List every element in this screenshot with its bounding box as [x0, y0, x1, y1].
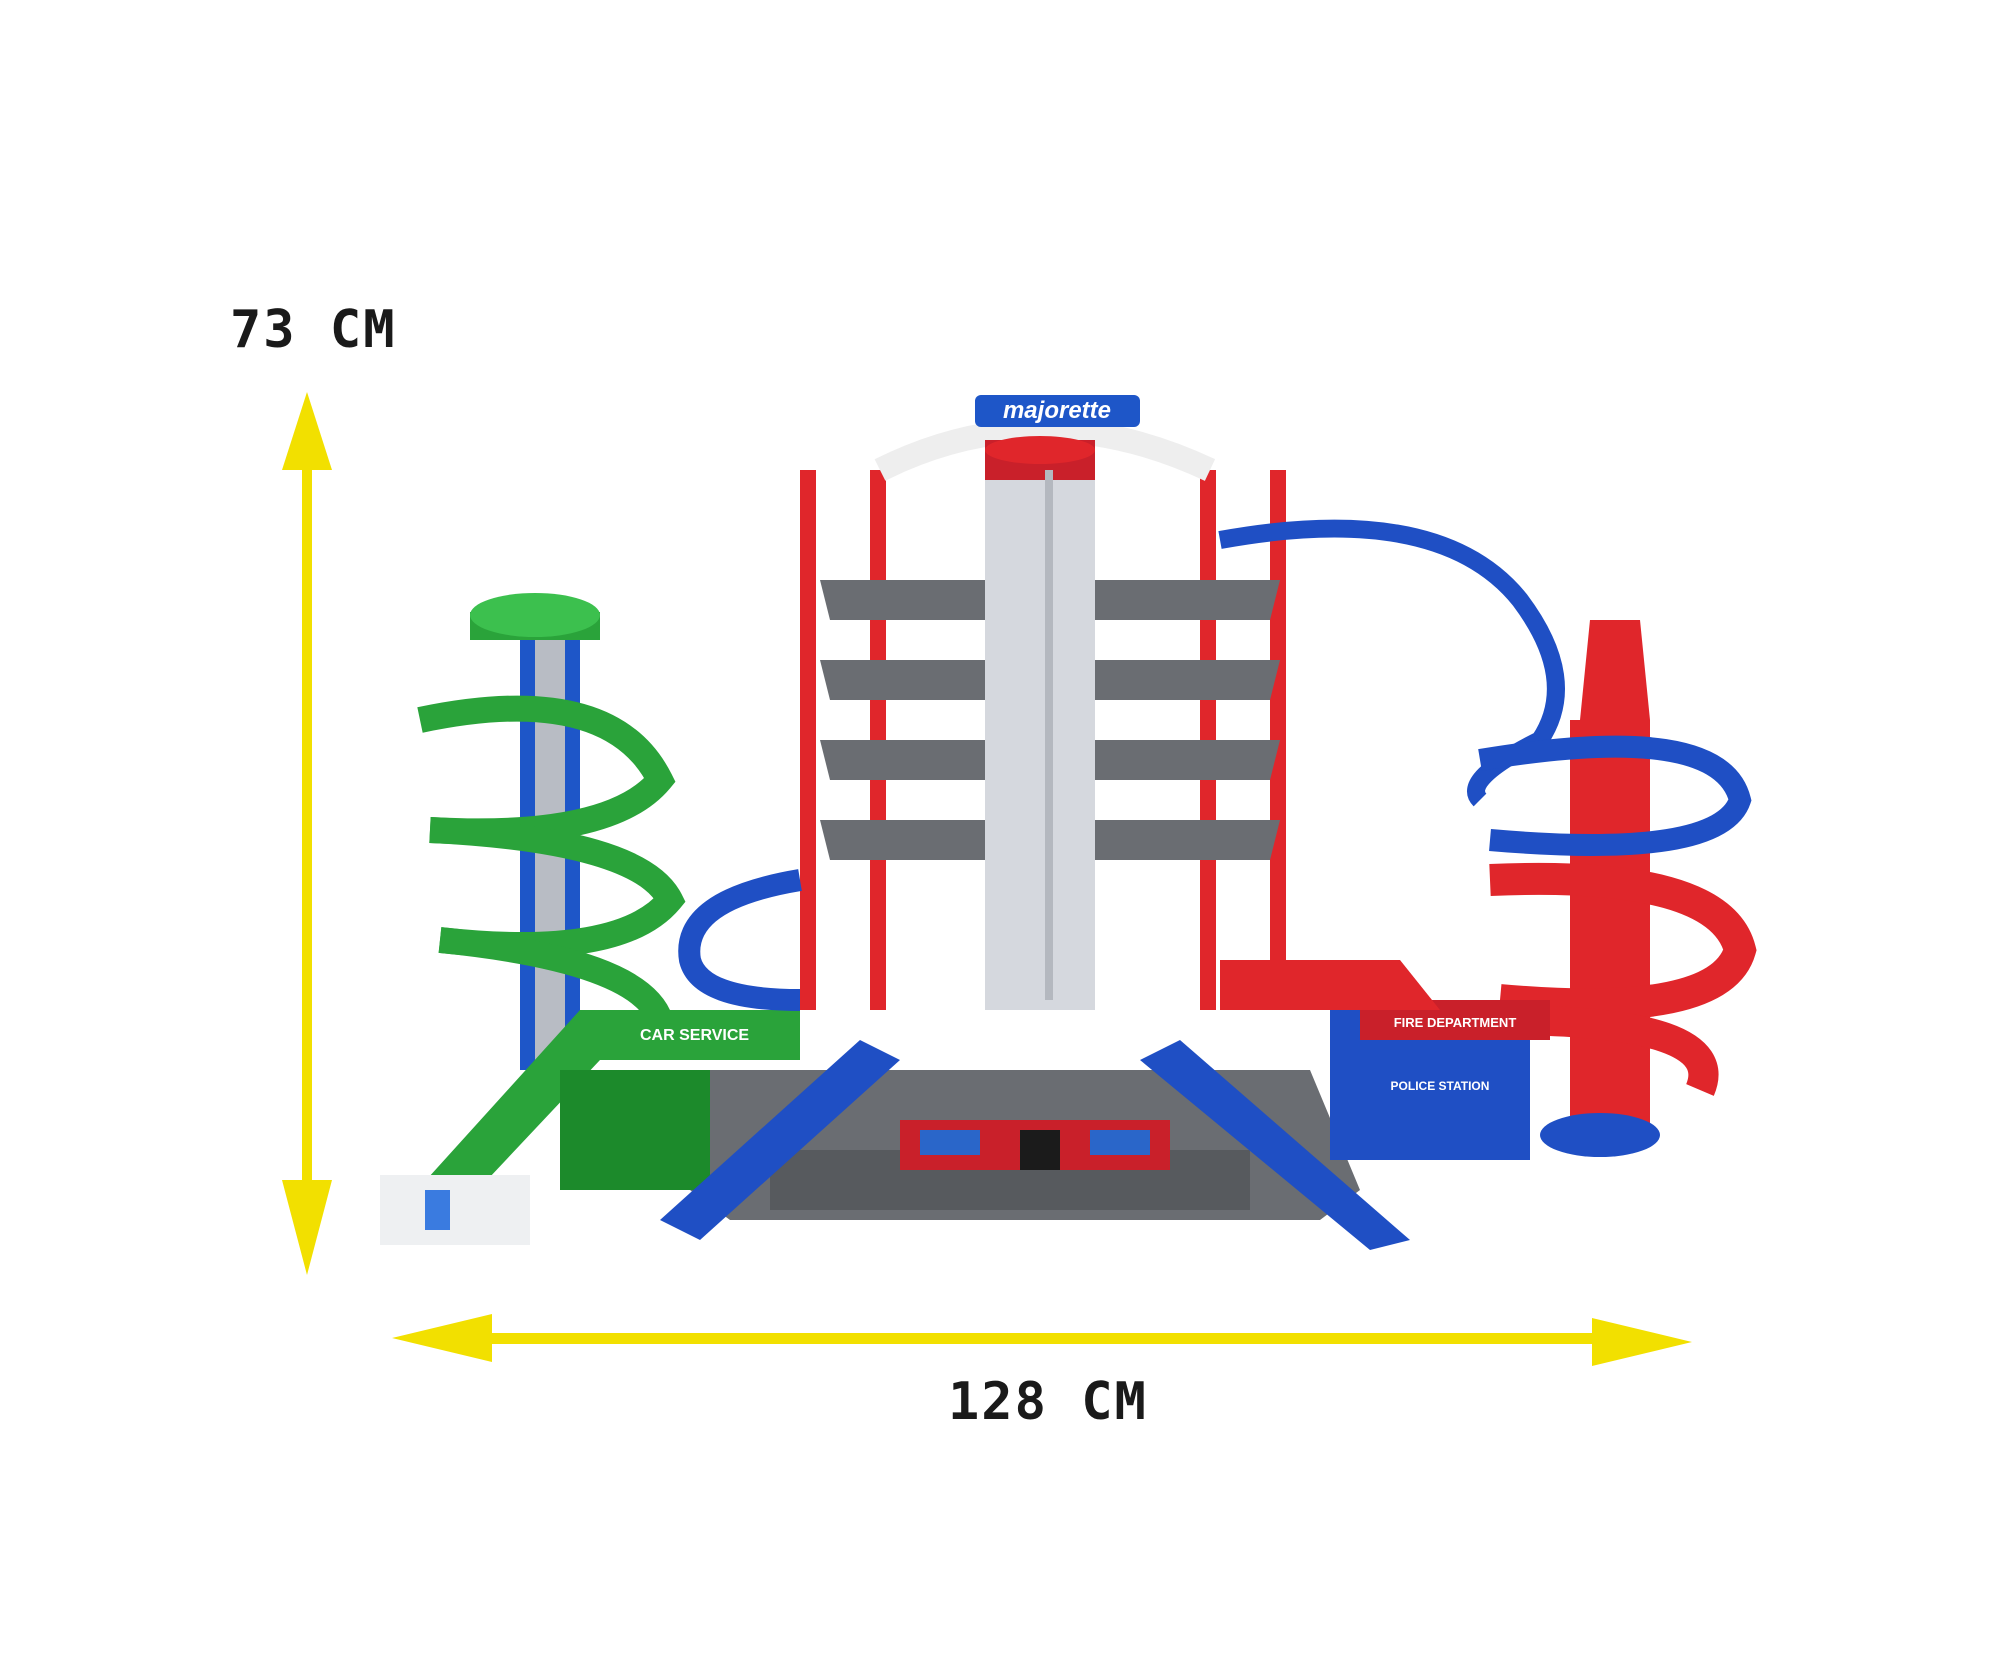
red-spiral-tower	[1478, 620, 1757, 1157]
width-arrow	[392, 1314, 1692, 1366]
height-dimension-label: 73 CM	[230, 300, 397, 360]
width-dimension-label: 128 CM	[948, 1372, 1148, 1432]
height-arrow	[282, 392, 332, 1275]
central-tower: majorette	[800, 395, 1286, 1010]
fire-department-sign: FIRE DEPARTMENT	[1394, 1015, 1517, 1030]
police-station-sign: POLICE STATION	[1391, 1079, 1490, 1093]
police-fire-building: FIRE DEPARTMENT POLICE STATION	[1220, 960, 1550, 1160]
green-spiral-tower	[390, 593, 800, 1230]
brand-sign	[975, 395, 1140, 427]
fuel-station	[380, 1175, 530, 1245]
garage-base	[690, 1070, 1360, 1220]
car-service-sign: CAR SERVICE	[640, 1027, 749, 1044]
brand-sign-text: majorette	[1003, 397, 1111, 424]
